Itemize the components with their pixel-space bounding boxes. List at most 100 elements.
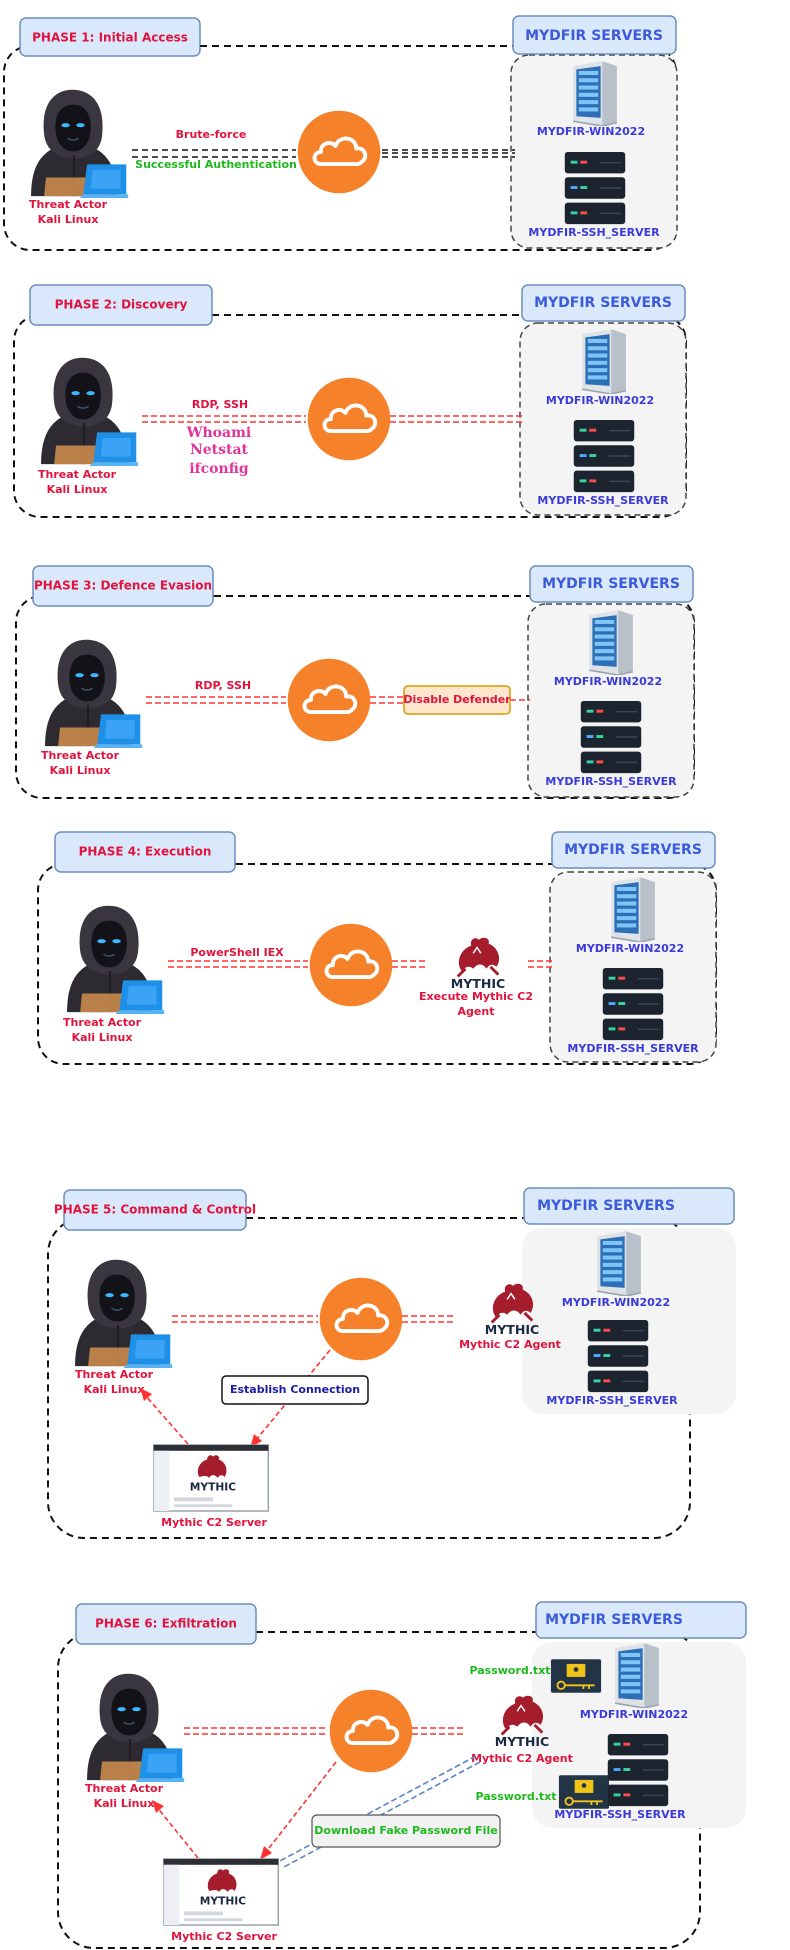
mythic-window-icon	[162, 1858, 280, 1926]
mythic-window-icon	[152, 1444, 270, 1512]
phase-4-title-box	[54, 831, 236, 873]
threat-actor-icon	[31, 636, 145, 748]
tower-server-icon	[588, 609, 634, 675]
actor-label-line2: Kali Linux	[50, 764, 111, 777]
tower-server-icon	[581, 328, 627, 394]
rack-server-icon	[579, 700, 643, 774]
actor-label-line1: Threat Actor	[41, 749, 120, 762]
phase-1-label-bruteforce: Brute-force	[176, 128, 247, 141]
actor-label-line1: Threat Actor	[63, 1016, 142, 1029]
phase-5-agent-label: Mythic C2 Agent	[459, 1338, 561, 1351]
rack-server-icon	[586, 1319, 650, 1393]
phase-2-cmd-whoami: Whoami	[186, 425, 251, 441]
tower-server-icon	[572, 60, 618, 126]
phase-6-arrows	[155, 1761, 337, 1859]
phase-4-exec-line2: Agent	[458, 1005, 495, 1018]
phase-1-label-auth: Successful Authentication	[135, 158, 297, 171]
threat-actor-icon	[17, 86, 131, 198]
phase-4-connectors	[168, 960, 552, 968]
phase-1-connectors	[132, 149, 515, 158]
actor-label-line1: Threat Actor	[85, 1782, 164, 1795]
rack-server-icon	[563, 151, 627, 225]
phase-5-title-box	[63, 1189, 247, 1231]
phase-2-servers-title-box	[521, 284, 686, 322]
phase-5-connectors	[172, 1315, 456, 1323]
actor-label-line2: Kali Linux	[47, 483, 108, 496]
arrow-head-to-server	[260, 1846, 272, 1860]
threat-actor-icon	[61, 1256, 175, 1368]
arrow-head-to-actor	[152, 1800, 164, 1813]
rack-server-icon	[601, 967, 665, 1041]
threat-actor-icon	[73, 1670, 187, 1782]
phase-3-servers-title-box	[529, 565, 694, 603]
phase-2-servers-title: MYDFIR SERVERS	[534, 295, 672, 311]
server-ssh-label: MYDFIR-SSH_SERVER	[537, 494, 669, 507]
cloud-icon	[296, 109, 382, 195]
exfil-connector	[277, 1755, 481, 1869]
phase-2: PHASE 2: Discovery MYDFIR SERVERS Threat…	[13, 284, 687, 518]
phase-3-server-group	[527, 603, 695, 798]
phase-3: PHASE 3: Defence Evasion MYDFIR SERVERS …	[15, 565, 695, 799]
server-ssh-label: MYDFIR-SSH_SERVER	[528, 226, 660, 239]
phase-1-servers-title: MYDFIR SERVERS	[525, 28, 663, 44]
server-ssh-label: MYDFIR-SSH_SERVER	[545, 775, 677, 788]
phase-1-server-group	[510, 54, 678, 249]
phase-4-exec-line1: Execute Mythic C2	[419, 990, 533, 1003]
arrow-head-to-actor	[140, 1388, 152, 1401]
cloud-icon	[286, 657, 372, 743]
phase-6-servers-title: MYDFIR SERVERS	[545, 1612, 683, 1628]
tower-server-icon	[614, 1642, 660, 1708]
server-win-label: MYDFIR-WIN2022	[554, 675, 662, 688]
phase-2-title: PHASE 2: Discovery	[55, 298, 188, 312]
phase-1-servers-title-box	[512, 15, 677, 55]
establish-connection-label: Establish Connection	[230, 1383, 360, 1396]
actor-label-line2: Kali Linux	[94, 1797, 155, 1810]
phase-1-title: PHASE 1: Initial Access	[32, 31, 188, 45]
phase-3-connectors	[146, 696, 530, 704]
folder-key-icon	[550, 1658, 602, 1694]
actor-label-line1: Threat Actor	[29, 198, 108, 211]
disable-defender-box	[403, 685, 511, 715]
phase-3-title-box	[32, 565, 214, 607]
actor-label-line1: Threat Actor	[38, 468, 117, 481]
cloud-icon	[318, 1276, 404, 1362]
cloud-icon	[328, 1688, 414, 1774]
threat-actor-icon	[53, 902, 167, 1014]
phase-5: PHASE 5: Command & Control MYDFIR SERVER…	[47, 1187, 736, 1539]
server-win-label: MYDFIR-WIN2022	[546, 394, 654, 407]
phase-6-title-box	[75, 1603, 257, 1645]
cloud-icon	[308, 922, 394, 1008]
server-ssh-label: MYDFIR-SSH_SERVER	[567, 1042, 699, 1055]
phase-2-cmd-netstat: Netstat	[190, 442, 249, 458]
phase-4-servers-title: MYDFIR SERVERS	[564, 842, 702, 858]
phase-5-title: PHASE 5: Command & Control	[54, 1203, 256, 1217]
phase-4-title: PHASE 4: Execution	[79, 845, 212, 859]
phase-2-label-protocols: RDP, SSH	[192, 398, 248, 411]
phase-6: PHASE 6: Exfiltration MYDFIR SERVERS Thr…	[57, 1601, 747, 1949]
cloud-icon	[306, 376, 392, 462]
actor-label-line1: Threat Actor	[75, 1368, 154, 1381]
phase-4: PHASE 4: Execution MYDFIR SERVERS Threat…	[37, 831, 717, 1065]
server-win-label: MYDFIR-WIN2022	[576, 942, 684, 955]
phase-6-title: PHASE 6: Exfiltration	[95, 1617, 237, 1631]
phase-2-cmd-ifconfig: ifconfig	[189, 461, 249, 477]
phase-3-label-protocols: RDP, SSH	[195, 679, 251, 692]
tower-server-icon	[596, 1230, 642, 1296]
phase-1: PHASE 1: Initial Access MYDFIR SERVERS T…	[3, 15, 678, 251]
phase-3-servers-title: MYDFIR SERVERS	[542, 576, 680, 592]
tower-server-icon	[610, 876, 656, 942]
phase-2-connectors	[142, 415, 522, 423]
phase-5-servers-title: MYDFIR SERVERS	[537, 1198, 675, 1214]
threat-actor-icon	[27, 354, 141, 466]
phase-6-c2server-label: Mythic C2 Server	[171, 1930, 277, 1943]
phase-2-server-group	[519, 322, 687, 516]
disable-defender-label: Disable Defender	[403, 693, 511, 706]
phase-1-title-box	[19, 17, 201, 57]
mythic-logo-icon	[449, 936, 507, 992]
download-file-label: Download Fake Password File	[314, 1824, 497, 1837]
download-file-box	[311, 1814, 501, 1848]
phase-4-label-powershell: PowerShell IEX	[190, 946, 284, 959]
actor-label-line2: Kali Linux	[38, 213, 99, 226]
server-win-label: MYDFIR-WIN2022	[580, 1708, 688, 1721]
